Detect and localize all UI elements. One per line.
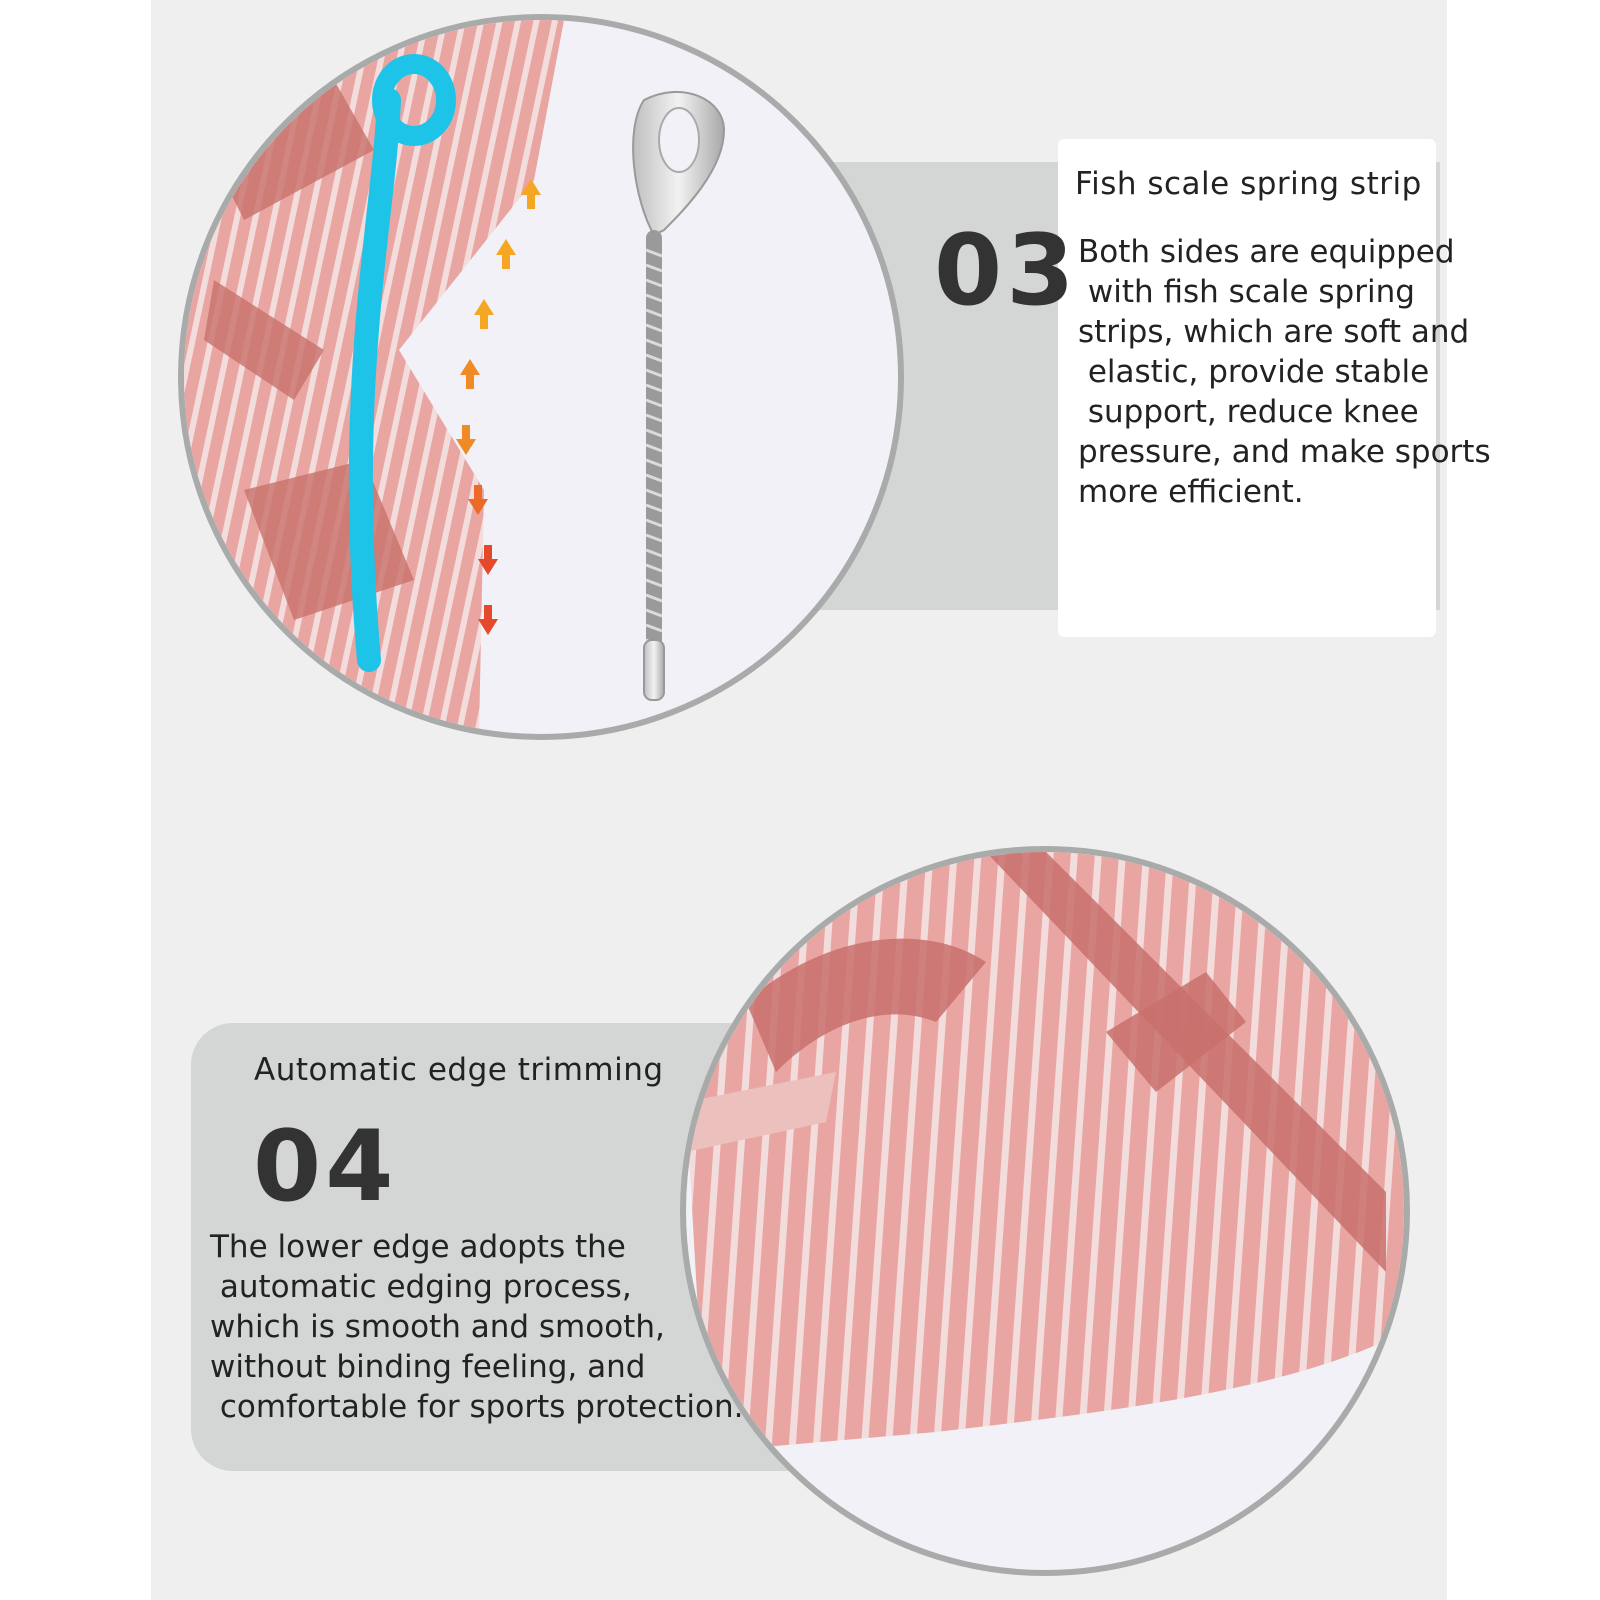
feature-03-number: 03 bbox=[934, 214, 1079, 328]
description-line: automatic edging process, bbox=[210, 1269, 632, 1305]
description-line: without binding feeling, and bbox=[210, 1349, 646, 1385]
description-line: strips, which are soft and bbox=[1078, 314, 1470, 350]
feature-03-image-circle bbox=[178, 14, 904, 740]
feature-03-card bbox=[1058, 139, 1436, 637]
description-line: with fish scale spring bbox=[1078, 274, 1415, 310]
spring-strip-shape bbox=[632, 90, 726, 701]
arrow-down-icons bbox=[456, 425, 498, 635]
description-line: pressure, and make sports bbox=[1078, 434, 1491, 470]
description-line: more efficient. bbox=[1078, 474, 1304, 510]
description-line: Both sides are equipped bbox=[1078, 234, 1455, 270]
feature-03-title: Fish scale spring strip bbox=[1075, 166, 1422, 202]
feature-04-title: Automatic edge trimming bbox=[254, 1052, 664, 1088]
feature-04-image-circle bbox=[680, 846, 1410, 1576]
feature-03-description: Both sides are equipped with fish scale … bbox=[1078, 232, 1491, 512]
description-line: comfortable for sports protection. bbox=[210, 1389, 744, 1425]
feature-04-description: The lower edge adopts the automatic edgi… bbox=[210, 1227, 743, 1427]
description-line: support, reduce knee bbox=[1078, 394, 1419, 430]
feature-04-number: 04 bbox=[253, 1110, 398, 1224]
description-line: which is smooth and smooth, bbox=[210, 1309, 665, 1345]
description-line: The lower edge adopts the bbox=[210, 1229, 626, 1265]
description-line: elastic, provide stable bbox=[1078, 354, 1430, 390]
knee-sleeve-spring-illustration bbox=[184, 20, 726, 734]
fabric-edge-illustration bbox=[686, 852, 1404, 1452]
arrow-up-icons bbox=[460, 179, 541, 389]
support-strip-shape bbox=[348, 88, 401, 672]
